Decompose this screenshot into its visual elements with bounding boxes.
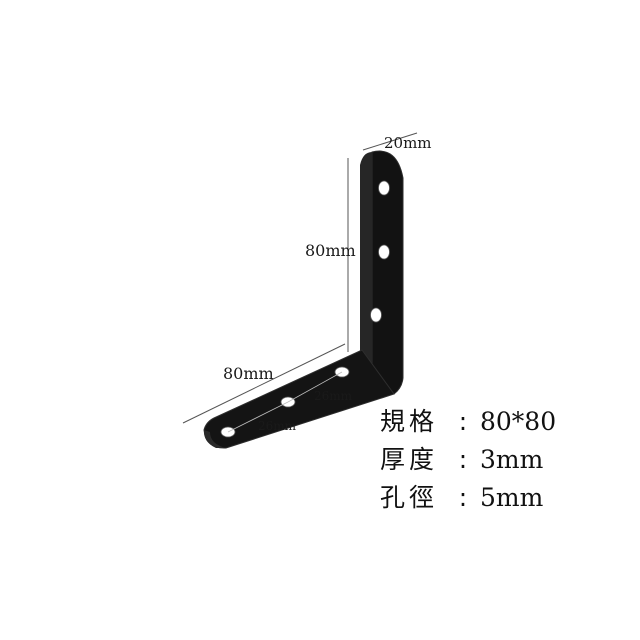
spec-value: 80*80 xyxy=(480,406,557,436)
spec-row-size: 規格 : 80*80 xyxy=(380,402,620,440)
bracket-vertical-edge xyxy=(360,152,372,394)
hole-spacing-line-a xyxy=(287,371,343,403)
dim-line-width xyxy=(362,132,418,151)
spec-key: 孔徑 xyxy=(380,482,439,512)
hole-spacing-line-b xyxy=(227,401,289,433)
bracket-vertical-arm xyxy=(371,150,404,395)
spec-separator: : xyxy=(458,482,468,512)
bracket-horizontal-edge xyxy=(203,430,226,448)
dimension-horizontal-label: 80mm xyxy=(223,364,274,383)
hole-vertical-1 xyxy=(378,180,390,196)
dimension-hole-spacing-a: 26mm xyxy=(314,389,353,403)
dimension-width-label: 20mm xyxy=(384,134,432,152)
spec-key: 厚度 xyxy=(380,444,439,474)
dim-line-horizontal xyxy=(182,343,346,424)
dimension-hole-spacing-b: 26mm xyxy=(258,419,297,433)
spec-value: 3mm xyxy=(480,444,544,474)
spec-separator: : xyxy=(458,406,468,436)
hole-vertical-3 xyxy=(370,307,382,323)
l-bracket xyxy=(203,150,404,449)
spec-panel: 規格 : 80*80 厚度 : 3mm 孔徑 : 5mm xyxy=(380,402,620,516)
spec-row-thickness: 厚度 : 3mm xyxy=(380,440,620,478)
spec-value: 5mm xyxy=(480,482,544,512)
spec-separator: : xyxy=(458,444,468,474)
hole-vertical-2 xyxy=(378,244,390,260)
spec-key: 規格 xyxy=(380,406,439,436)
dimension-vertical-label: 80mm xyxy=(305,241,356,260)
spec-row-hole-diameter: 孔徑 : 5mm xyxy=(380,478,620,516)
